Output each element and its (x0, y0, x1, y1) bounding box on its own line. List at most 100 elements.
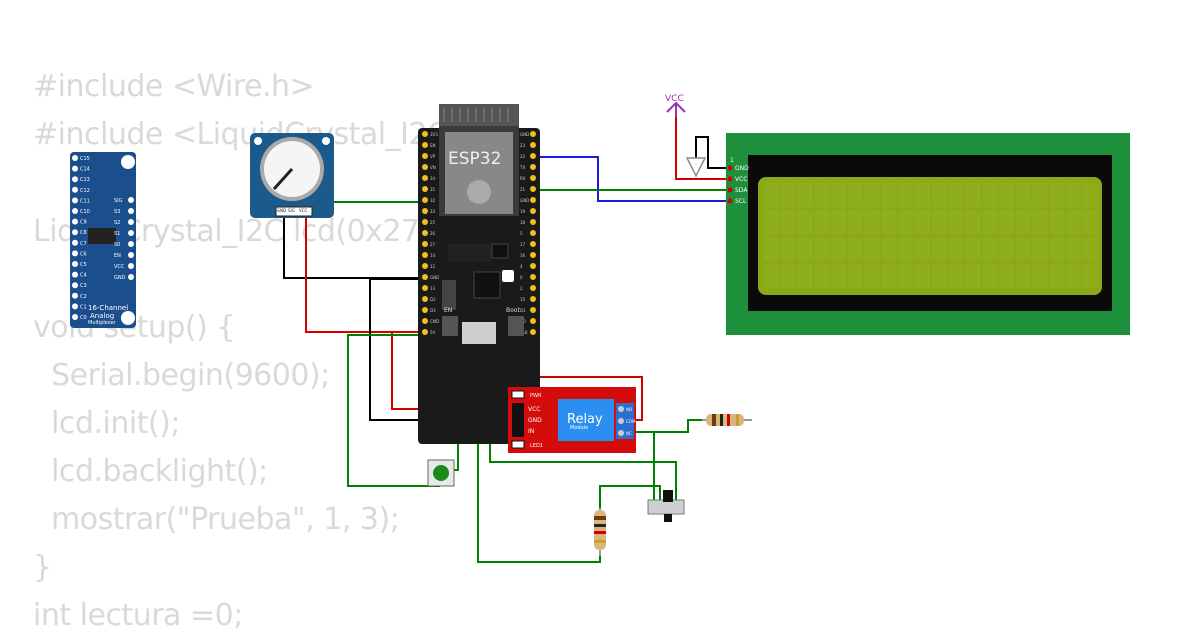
mux-pin[interactable] (72, 165, 78, 172)
mux-pin[interactable] (128, 219, 134, 225)
esp32-pin[interactable] (530, 307, 536, 313)
mux-pin[interactable] (128, 230, 134, 236)
esp32-pin[interactable] (530, 131, 536, 137)
mux-pin[interactable] (72, 250, 78, 257)
esp32-pin[interactable] (530, 197, 536, 203)
esp32-pin[interactable] (530, 186, 536, 192)
vcc-power-symbol[interactable]: VCC (665, 94, 686, 117)
mux-pin[interactable] (72, 271, 78, 278)
wire-button[interactable] (347, 334, 440, 487)
wire-relay-resistor-right[interactable] (654, 419, 702, 433)
mux-pin[interactable] (72, 208, 78, 214)
lcd-char-cell (999, 237, 1015, 261)
esp32-pin-label: GND (430, 275, 439, 280)
wire-scl[interactable] (536, 156, 730, 202)
esp32-pin[interactable] (422, 164, 428, 170)
relay-module[interactable]: PWR LED1 VCC GND IN Relay Module NO COM … (508, 387, 636, 453)
wire-switch-resistor[interactable] (599, 485, 661, 512)
lcd-pin[interactable] (727, 165, 733, 171)
esp32-pin[interactable] (422, 252, 428, 258)
mux-pin[interactable] (72, 176, 78, 183)
mux-pin[interactable] (72, 239, 78, 246)
lcd-char-cell (982, 183, 998, 207)
esp32-pin[interactable] (422, 131, 428, 137)
lcd-char-cell (982, 237, 998, 261)
esp32-pin[interactable] (422, 186, 428, 192)
en-button[interactable] (442, 316, 458, 336)
boot-button[interactable] (508, 316, 524, 336)
esp32-pin[interactable] (422, 274, 428, 280)
wire-lcd-vcc[interactable] (675, 117, 730, 180)
esp32-pin[interactable] (422, 296, 428, 302)
mux-pin[interactable] (128, 208, 134, 214)
esp32-pin[interactable] (422, 208, 428, 214)
mux-pin[interactable] (128, 274, 134, 280)
wire-lcd-gnd[interactable] (695, 136, 730, 169)
esp32-pin[interactable] (530, 219, 536, 225)
usb-port (462, 322, 496, 344)
esp32-board[interactable]: ESP32 3V3ENVPVN343532332526271412GND13D2… (418, 104, 540, 444)
mux-pin[interactable] (128, 263, 134, 269)
esp32-pin[interactable] (530, 164, 536, 170)
lcd-pin[interactable] (727, 176, 733, 182)
esp32-pin[interactable] (530, 142, 536, 148)
esp32-pin[interactable] (530, 175, 536, 181)
mux-pin[interactable] (128, 252, 134, 258)
esp32-pin[interactable] (530, 230, 536, 236)
mux-pin[interactable] (72, 218, 78, 225)
mux-pin[interactable] (72, 282, 78, 289)
esp32-pin-label: 23 (520, 143, 526, 148)
esp32-pin[interactable] (422, 329, 428, 335)
mux-pin[interactable] (72, 303, 78, 310)
esp32-pin[interactable] (422, 318, 428, 324)
esp32-pin[interactable] (530, 318, 536, 324)
esp32-pin[interactable] (530, 252, 536, 258)
mux-pin[interactable] (72, 292, 78, 299)
esp32-pin[interactable] (530, 274, 536, 280)
resistor-right[interactable] (702, 414, 752, 426)
esp32-pin[interactable] (530, 296, 536, 302)
lcd-pin[interactable] (727, 187, 733, 193)
wire-pot-vcc[interactable] (305, 212, 428, 333)
esp32-pin[interactable] (530, 329, 536, 335)
resistor-bottom[interactable] (594, 508, 606, 556)
lcd-char-cell (1016, 183, 1031, 207)
lcd-pin[interactable] (727, 198, 733, 204)
esp32-pin[interactable] (422, 175, 428, 181)
mux-pin[interactable] (72, 229, 78, 236)
esp32-pin[interactable] (422, 197, 428, 203)
esp32-pin[interactable] (530, 263, 536, 269)
wire-switch-relay[interactable] (489, 432, 677, 500)
mux-pin[interactable] (128, 241, 134, 247)
mux-pin[interactable] (72, 155, 78, 161)
mux-pin[interactable] (72, 186, 78, 193)
push-button[interactable] (427, 459, 455, 487)
mux-pin[interactable] (72, 314, 78, 320)
esp32-pin-label: 22 (520, 154, 526, 159)
lcd-char-cell (1032, 264, 1048, 288)
mux-pin[interactable] (72, 197, 78, 204)
esp32-pin[interactable] (422, 263, 428, 269)
esp32-pin[interactable] (530, 208, 536, 214)
relay-pin-in: IN (528, 428, 534, 435)
esp32-pin[interactable] (422, 285, 428, 291)
esp32-pin[interactable] (422, 230, 428, 236)
mux-pin[interactable] (72, 261, 78, 267)
esp32-pin[interactable] (422, 241, 428, 247)
esp32-pin[interactable] (422, 142, 428, 148)
mux-pin-label: C14 (80, 167, 90, 173)
lcd-char-cell (1032, 210, 1048, 234)
esp32-pin[interactable] (530, 241, 536, 247)
esp32-pin[interactable] (530, 153, 536, 159)
esp32-pin[interactable] (422, 219, 428, 225)
esp32-pin[interactable] (422, 153, 428, 159)
potentiometer[interactable]: GND SIG VCC (250, 133, 334, 218)
lcd-char-cell (982, 264, 998, 288)
mux-pin[interactable] (128, 197, 134, 203)
esp32-pin[interactable] (422, 307, 428, 313)
slide-switch[interactable] (647, 490, 685, 522)
esp32-pin[interactable] (530, 285, 536, 291)
